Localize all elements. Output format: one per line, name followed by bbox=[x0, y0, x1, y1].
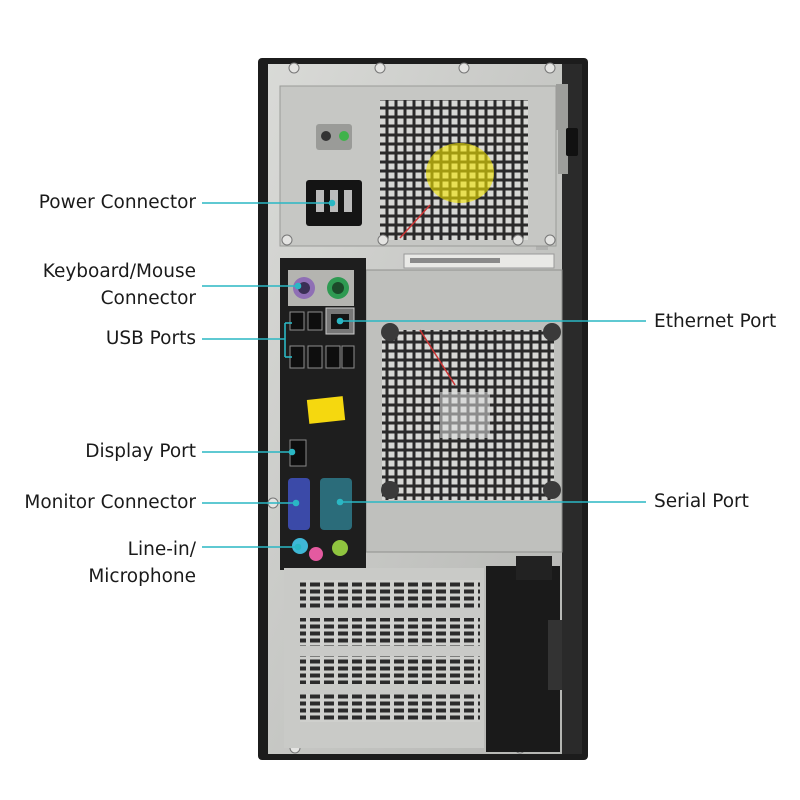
callout-line-ethernet-port bbox=[336, 317, 646, 325]
label-keyboard-mouse-connector: Keyboard/Mouse Connector bbox=[43, 258, 196, 312]
callout-line-usb-ports bbox=[202, 322, 292, 358]
label-display-port-text: Display Port bbox=[85, 441, 196, 462]
label-ethernet-port: Ethernet Port bbox=[654, 308, 776, 335]
label-ethernet-port-text: Ethernet Port bbox=[654, 311, 777, 332]
service-tag-sticker bbox=[403, 253, 555, 269]
label-monitor-connector-text: Monitor Connector bbox=[24, 492, 196, 513]
line-out-jack-icon bbox=[332, 540, 348, 556]
callout-lines bbox=[202, 199, 646, 551]
label-power-connector: Power Connector bbox=[39, 189, 196, 216]
callout-line-serial-port bbox=[336, 498, 646, 506]
callout-line-power-connector bbox=[202, 199, 336, 207]
callout-line-display-port bbox=[202, 448, 296, 456]
rear-panel bbox=[365, 269, 563, 553]
label-usb-ports: USB Ports bbox=[106, 325, 196, 352]
microphone-jack-icon bbox=[309, 547, 323, 561]
serial-port-icon bbox=[320, 478, 352, 530]
io-shield bbox=[280, 258, 366, 570]
label-keyboard-mouse-line1: Keyboard/Mouse bbox=[42, 261, 196, 282]
expansion-slots bbox=[284, 556, 562, 752]
label-power-connector-text: Power Connector bbox=[38, 192, 196, 213]
callout-line-monitor-connector bbox=[202, 499, 300, 507]
usb-port-icon bbox=[289, 311, 323, 331]
label-line-in-line1: Line-in/ bbox=[127, 539, 196, 560]
callout-line-keyboard-mouse bbox=[202, 282, 302, 290]
label-line-in-line2: Microphone bbox=[88, 566, 196, 587]
label-monitor-connector: Monitor Connector bbox=[24, 489, 196, 516]
label-usb-ports-text: USB Ports bbox=[105, 328, 196, 349]
callout-line-line-in bbox=[202, 543, 302, 551]
label-keyboard-mouse-line2: Connector bbox=[100, 288, 196, 309]
label-line-in-microphone: Line-in/ Microphone bbox=[88, 536, 196, 590]
label-serial-port: Serial Port bbox=[654, 488, 749, 515]
label-display-port: Display Port bbox=[85, 438, 196, 465]
label-serial-port-text: Serial Port bbox=[654, 491, 749, 512]
usb-ports-row bbox=[289, 345, 355, 369]
